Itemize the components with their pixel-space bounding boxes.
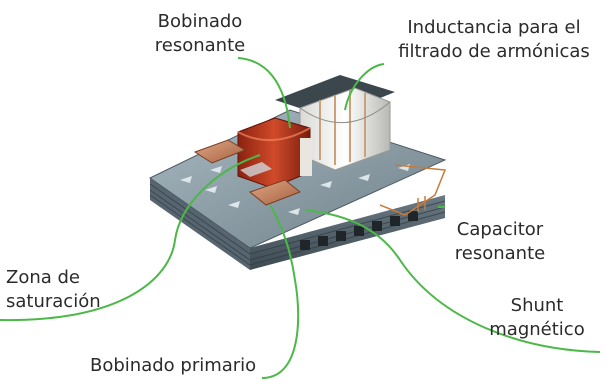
label-resonant-capacitor: Capacitor resonante <box>438 218 562 266</box>
label-magnetic-shunt: Shunt magnético <box>478 294 596 342</box>
leader-saturation-zone <box>0 154 261 322</box>
label-resonant-winding-line2: resonante <box>154 35 246 56</box>
label-magnetic-shunt-line1: Shunt <box>510 295 564 316</box>
label-harmonic-filter-line1: Inductancia para el <box>407 17 581 38</box>
label-harmonic-filter-line2: filtrado de armónicas <box>398 41 590 62</box>
label-resonant-capacitor-line2: resonante <box>454 243 546 264</box>
label-primary-winding: Bobinado primario <box>90 354 290 378</box>
core-side <box>149 178 446 270</box>
harmonic-filter-coil <box>299 87 391 171</box>
leader-lines <box>0 57 601 379</box>
leader-magnetic-shunt <box>304 209 601 353</box>
label-resonant-capacitor-line1: Capacitor <box>456 219 544 240</box>
leader-primary-winding <box>261 204 300 379</box>
label-primary-winding-line1: Bobinado primario <box>90 355 257 376</box>
label-magnetic-shunt-line2: magnético <box>489 319 585 340</box>
label-saturation-zone: Zona de saturación <box>6 266 126 314</box>
label-harmonic-filter-inductance: Inductancia para el filtrado de armónica… <box>388 16 600 64</box>
capacitor-wiring <box>379 164 447 216</box>
leader-harmonic-filter <box>344 63 385 111</box>
label-saturation-zone-line2: saturación <box>6 291 101 312</box>
leader-resonant-winding <box>237 57 291 129</box>
label-saturation-zone-line1: Zona de <box>6 267 81 288</box>
label-resonant-winding-line1: Bobinado <box>157 11 243 32</box>
flux-arrows <box>180 164 410 215</box>
label-resonant-winding: Bobinado resonante <box>140 10 260 58</box>
primary-winding-pads <box>193 139 301 206</box>
